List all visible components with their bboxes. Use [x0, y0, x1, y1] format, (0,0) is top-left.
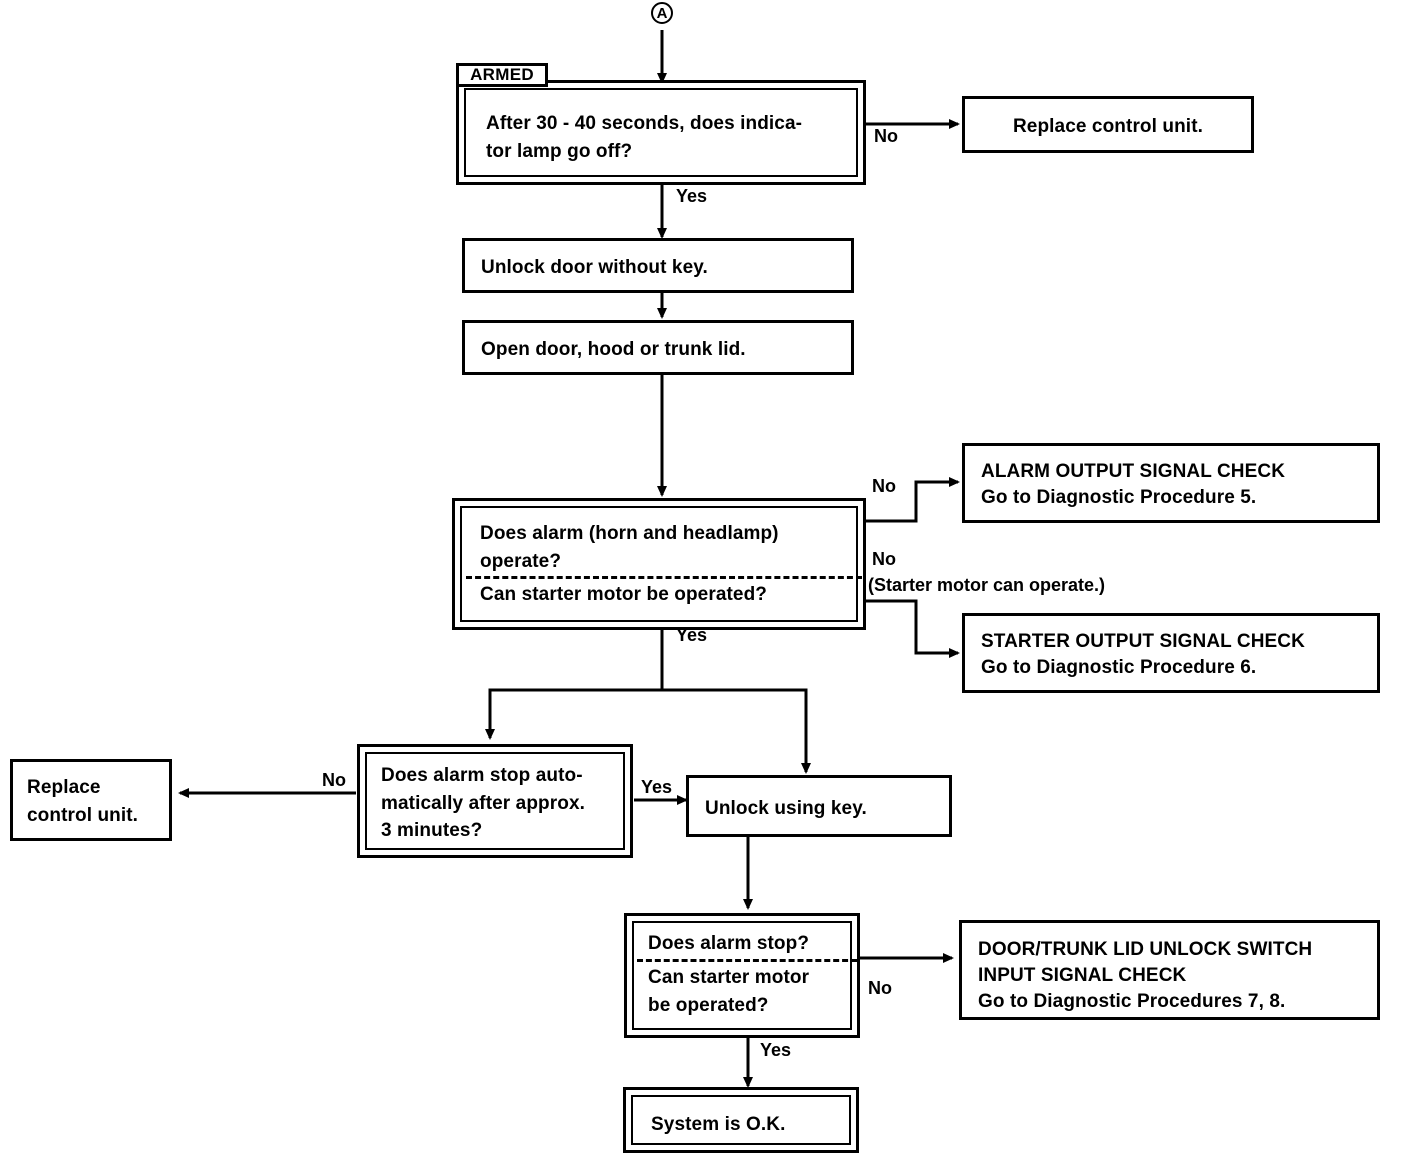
edge-alarm-yes-left	[485, 630, 664, 740]
starter-check-text: Can starter motor be operated?	[480, 584, 767, 605]
starter-output-check-title: STARTER OUTPUT SIGNAL CHECK	[981, 631, 1305, 652]
edge-label-yes-alarm-stop-auto: Yes	[641, 777, 673, 797]
node-alarm-starter-check: Does alarm (horn and headlamp) operate? …	[452, 498, 866, 630]
node-replace-control-unit-left: Replace control unit.	[10, 759, 172, 841]
door-trunk-title-line1: DOOR/TRUNK LID UNLOCK SWITCH	[978, 939, 1313, 960]
node-system-ok: System is O.K.	[623, 1087, 859, 1153]
node-replace-control-unit-top: Replace control unit.	[962, 96, 1254, 153]
alarm-stop-question-text: Does alarm stop?	[648, 933, 810, 954]
alarm-check-divider	[466, 576, 862, 579]
edge-label-no-indicator: No	[874, 126, 898, 146]
door-trunk-sub: Go to Diagnostic Procedures 7, 8.	[978, 991, 1286, 1012]
edge-label-yes-alarm: Yes	[676, 625, 708, 645]
open-door-text: Open door, hood or trunk lid.	[481, 339, 746, 360]
node-door-trunk-unlock-switch-check: DOOR/TRUNK LID UNLOCK SWITCH INPUT SIGNA…	[959, 920, 1380, 1020]
edge-alarm-yes-right	[662, 688, 811, 774]
alarm-output-check-sub: Go to Diagnostic Procedure 5.	[981, 487, 1257, 508]
connector-a: A	[651, 2, 673, 24]
edge-label-no-alarm: No	[872, 476, 896, 496]
edge-label-no-alarm-stop-auto: No	[322, 770, 346, 790]
indicator-check-text: After 30 - 40 seconds, does indica- tor …	[486, 113, 803, 162]
node-starter-output-signal-check: STARTER OUTPUT SIGNAL CHECK Go to Diagno…	[962, 613, 1380, 693]
node-alarm-output-signal-check: ALARM OUTPUT SIGNAL CHECK Go to Diagnost…	[962, 443, 1380, 523]
edge-alarm-no-to-alarmcheck	[866, 477, 960, 523]
node-unlock-using-key: Unlock using key.	[686, 775, 952, 837]
alarm-stop-question-divider	[637, 959, 857, 962]
edge-label-no-door-trunk: No	[868, 978, 892, 998]
alarm-stop-auto-text: Does alarm stop auto- matically after ap…	[381, 765, 585, 842]
replace-control-unit-top-text: Replace control unit.	[1012, 116, 1203, 137]
node-alarm-stop-starter-check: Does alarm stop? Can starter motor be op…	[624, 913, 860, 1038]
node-unlock-door: Unlock door without key.	[462, 238, 854, 293]
starter-output-check-sub: Go to Diagnostic Procedure 6.	[981, 657, 1257, 678]
edge-label-yes-system-ok: Yes	[760, 1040, 792, 1060]
unlock-using-key-text: Unlock using key.	[705, 798, 867, 819]
edge-label-no-starter-note: (Starter motor can operate.)	[868, 575, 1106, 595]
edge-label-no-starter: No	[872, 549, 896, 569]
node-alarm-stop-auto: Does alarm stop auto- matically after ap…	[357, 744, 633, 858]
alarm-output-check-title: ALARM OUTPUT SIGNAL CHECK	[981, 461, 1286, 482]
edge-starter-no-to-startercheck	[866, 599, 960, 658]
system-ok-text: System is O.K.	[651, 1114, 786, 1135]
replace-control-unit-left-text: Replace control unit.	[27, 777, 139, 826]
edge-label-yes-indicator: Yes	[676, 186, 708, 206]
door-trunk-title-line2: INPUT SIGNAL CHECK	[978, 965, 1187, 986]
alarm-check-text: Does alarm (horn and headlamp) operate?	[480, 523, 779, 572]
node-indicator-lamp-check: After 30 - 40 seconds, does indica- tor …	[456, 80, 866, 185]
armed-tag: ARMED	[456, 63, 548, 87]
node-open-door: Open door, hood or trunk lid.	[462, 320, 854, 375]
unlock-door-text: Unlock door without key.	[481, 257, 708, 278]
starter-motor-question-text: Can starter motor be operated?	[648, 967, 810, 1016]
